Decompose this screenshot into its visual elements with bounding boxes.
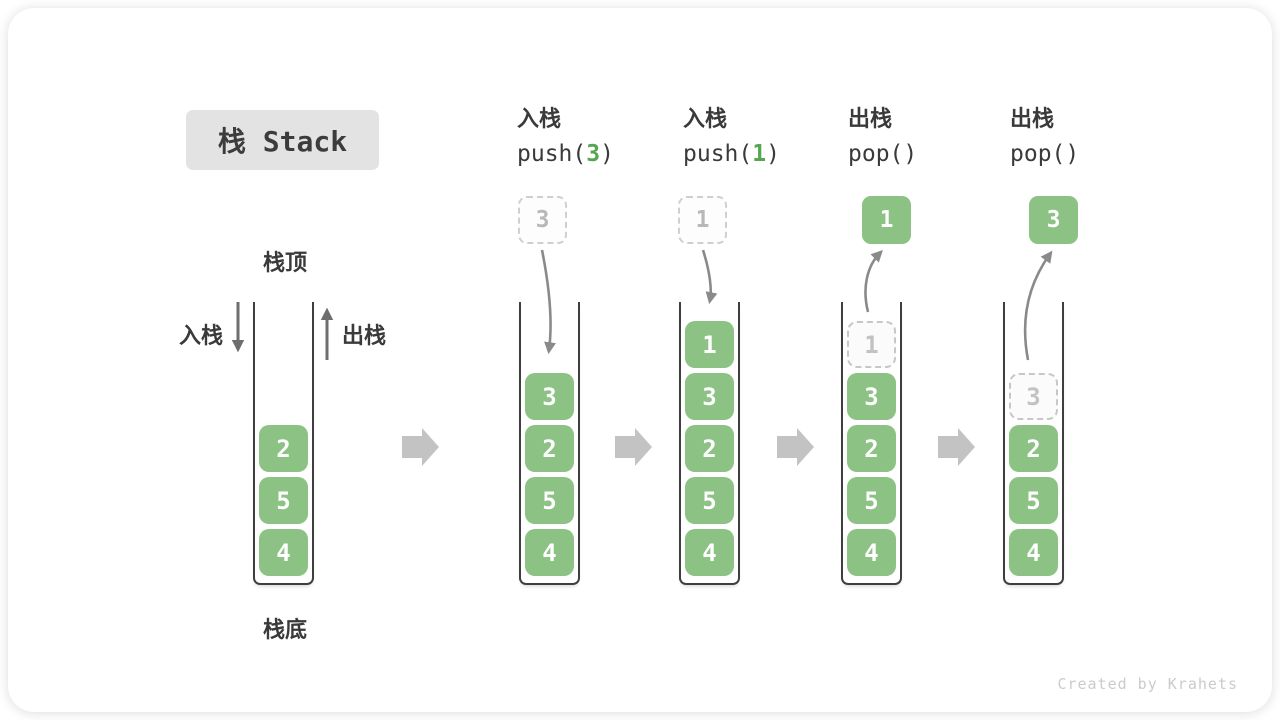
pop-direction-label: 出栈 bbox=[342, 323, 387, 348]
code-text: push( bbox=[683, 141, 753, 167]
stack-cell: 1 bbox=[685, 321, 734, 368]
stack-cell: 5 bbox=[259, 477, 308, 524]
stack-cell: 5 bbox=[847, 477, 896, 524]
code-text: pop( bbox=[1010, 141, 1066, 167]
stack-cell: 5 bbox=[685, 477, 734, 524]
stack-cell: 4 bbox=[259, 529, 308, 576]
floating-value-box-after-push-3: 3 bbox=[518, 196, 567, 244]
step-arrow-icon bbox=[402, 428, 439, 466]
stack-cell: 5 bbox=[1009, 477, 1058, 524]
operation-code: push(3) bbox=[517, 141, 614, 167]
operation-code: push(1) bbox=[683, 141, 780, 167]
code-text: ) bbox=[600, 141, 614, 167]
operation-label-after-pop-1: 出栈 pop() bbox=[848, 106, 917, 167]
stack-cell: 5 bbox=[525, 477, 574, 524]
code-text: ) bbox=[766, 141, 780, 167]
push-1-curve-arrow-icon bbox=[701, 249, 718, 305]
ghost-cell: 1 bbox=[847, 321, 896, 368]
stack-container-after-push-1: 1 3 2 5 4 bbox=[679, 302, 740, 585]
operation-label-after-push-1: 入栈 push(1) bbox=[683, 106, 780, 167]
stack-container-initial-stack: 2 5 4 bbox=[253, 302, 314, 585]
floating-value-box-after-pop-1: 1 bbox=[862, 196, 911, 244]
figure-title: 栈 Stack bbox=[186, 110, 379, 170]
push-direction-label: 入栈 bbox=[179, 323, 224, 348]
watermark: Created by Krahets bbox=[1057, 675, 1238, 693]
stack-cell: 2 bbox=[259, 425, 308, 472]
stack-cell: 2 bbox=[685, 425, 734, 472]
stack-cell: 3 bbox=[847, 373, 896, 420]
operation-name: 出栈 bbox=[1010, 106, 1055, 131]
stack-cell: 4 bbox=[685, 529, 734, 576]
operation-name: 出栈 bbox=[848, 106, 893, 131]
ghost-cell: 3 bbox=[1009, 373, 1058, 420]
step-arrow-icon bbox=[615, 428, 652, 466]
stack-cell: 4 bbox=[525, 529, 574, 576]
stack-container-after-push-3: 3 2 5 4 bbox=[519, 302, 580, 585]
operation-name: 入栈 bbox=[683, 106, 728, 131]
code-text: ) bbox=[903, 141, 918, 167]
stack-bottom-label: 栈底 bbox=[262, 617, 307, 642]
operation-name: 入栈 bbox=[517, 106, 562, 131]
stack-cell: 4 bbox=[847, 529, 896, 576]
stack-container-after-pop-1: 1 3 2 5 4 bbox=[841, 302, 902, 585]
floating-value-box-after-push-1: 1 bbox=[678, 196, 727, 244]
step-arrow-icon bbox=[938, 428, 975, 466]
stack-cell: 2 bbox=[1009, 425, 1058, 472]
step-arrow-icon bbox=[777, 428, 814, 466]
stack-container-after-pop-3: 3 2 5 4 bbox=[1003, 302, 1064, 585]
code-text: push( bbox=[517, 141, 587, 167]
stack-cell: 3 bbox=[685, 373, 734, 420]
code-text: pop( bbox=[848, 141, 904, 167]
operation-label-after-push-3: 入栈 push(3) bbox=[517, 106, 614, 167]
operation-code: pop() bbox=[848, 141, 917, 167]
code-argument: 1 bbox=[752, 141, 767, 167]
stack-cell: 4 bbox=[1009, 529, 1058, 576]
stack-cell: 2 bbox=[847, 425, 896, 472]
stack-cell: 2 bbox=[525, 425, 574, 472]
operation-label-after-pop-3: 出栈 pop() bbox=[1010, 106, 1079, 167]
operation-code: pop() bbox=[1010, 141, 1079, 167]
code-text: ) bbox=[1065, 141, 1080, 167]
floating-value-box-after-pop-3: 3 bbox=[1029, 196, 1078, 244]
stack-cell: 3 bbox=[525, 373, 574, 420]
code-argument: 3 bbox=[586, 141, 601, 167]
stack-top-label: 栈顶 bbox=[262, 250, 307, 275]
